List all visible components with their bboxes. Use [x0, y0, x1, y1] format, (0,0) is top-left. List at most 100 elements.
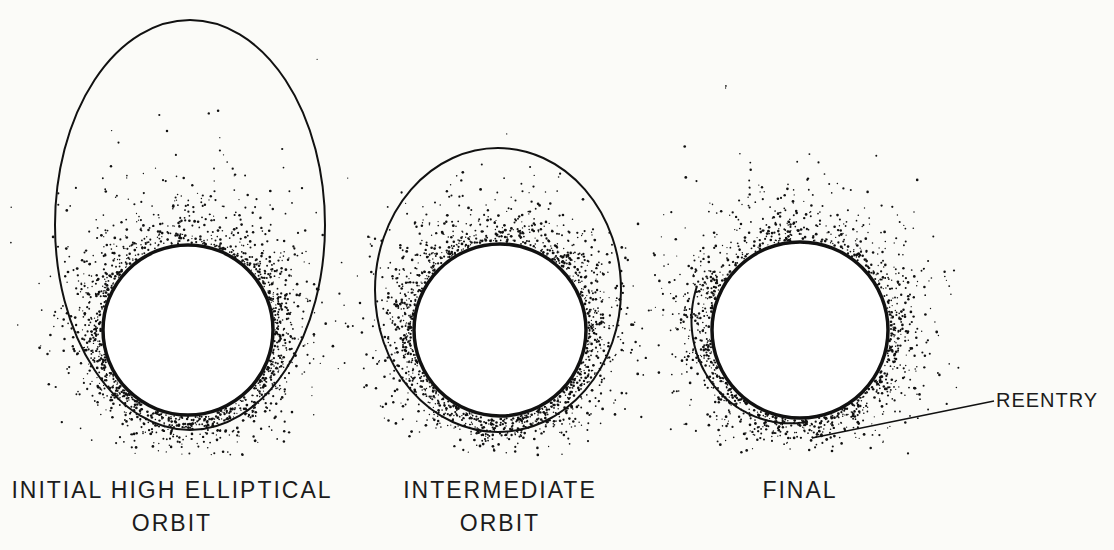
stipple-dot — [195, 241, 197, 243]
stipple-dot — [235, 407, 236, 408]
stipple-dot — [83, 273, 84, 274]
stipple-dot — [405, 404, 407, 406]
stipple-dot — [179, 217, 181, 219]
stipple-dot — [601, 313, 604, 316]
stipple-dot — [237, 431, 239, 433]
stipple-dot — [209, 213, 211, 215]
stipple-dot — [443, 404, 445, 406]
stipple-dot — [437, 423, 439, 425]
stipple-dot — [552, 250, 554, 252]
stipple-dot — [285, 279, 287, 281]
stipple-dot — [112, 403, 115, 406]
stipple-dot — [105, 361, 107, 363]
stipple-dot — [187, 423, 189, 425]
stipple-dot — [111, 386, 114, 389]
stipple-dot — [320, 363, 321, 364]
stipple-dot — [116, 387, 118, 389]
stipple-dot — [166, 238, 169, 241]
stipple-dot — [138, 220, 139, 221]
stipple-dot — [243, 407, 246, 410]
stipple-dot — [253, 264, 255, 266]
stipple-dot — [289, 335, 291, 337]
stipple-dot — [452, 231, 454, 233]
stipple-dot — [273, 308, 275, 310]
stipple-dot — [357, 275, 358, 276]
stipple-dot — [94, 400, 96, 402]
stipple-dot — [217, 236, 219, 238]
stipple-dot — [83, 312, 86, 315]
stipple-dot — [244, 252, 246, 254]
stipple-dot — [430, 246, 433, 249]
stipple-dot — [293, 302, 295, 304]
stipple-dot — [199, 416, 200, 417]
stipple-dot — [321, 302, 323, 304]
stipple-dot — [259, 396, 261, 398]
stipple-dot — [233, 253, 235, 255]
stipple-dot — [103, 295, 105, 297]
stipple-dot — [106, 395, 108, 397]
stipple-dot — [188, 453, 190, 455]
stipple-dot — [82, 310, 83, 311]
stipple-dot — [280, 252, 282, 254]
stipple-dot — [143, 423, 145, 425]
stipple-dot — [84, 252, 86, 254]
stipple-dot — [453, 245, 455, 247]
stipple-dot — [207, 239, 208, 240]
stipple-dot — [115, 266, 117, 268]
stipple-dot — [239, 241, 240, 242]
stipple-dot — [279, 385, 281, 387]
stipple-dot — [304, 344, 305, 345]
stipple-dot — [237, 232, 239, 234]
stipple-dot — [83, 285, 85, 287]
stipple-dot — [306, 354, 308, 356]
stipple-dot — [607, 342, 609, 344]
stipple-dot — [86, 341, 89, 344]
stipple-dot — [260, 273, 262, 275]
stipple-dot — [184, 236, 185, 237]
stipple-dot — [240, 238, 242, 240]
stipple-dot — [274, 270, 275, 271]
stipple-dot — [109, 399, 112, 402]
stipple-dot — [204, 418, 206, 420]
stipple-dot — [263, 286, 265, 288]
stipple-dot — [213, 452, 215, 454]
stipple-dot — [255, 258, 257, 260]
stipple-dot — [259, 217, 261, 219]
stipple-dot — [421, 272, 423, 274]
stipple-dot — [213, 167, 215, 169]
stipple-dot — [97, 319, 98, 320]
stipple-dot — [257, 442, 258, 443]
stipple-dot — [284, 421, 286, 423]
stipple-dot — [135, 446, 138, 449]
stipple-dot — [79, 309, 81, 311]
stipple-dot — [232, 407, 234, 409]
stipple-dot — [78, 393, 80, 395]
stipple-dot — [286, 332, 288, 334]
stipple-dot — [280, 398, 282, 400]
stipple-dot — [584, 365, 585, 366]
stipple-dot — [113, 237, 116, 240]
stipple-dot — [201, 198, 202, 199]
stipple-dot — [402, 346, 405, 349]
stipple-dot — [83, 338, 85, 340]
stipple-dot — [97, 227, 99, 229]
stipple-dot — [347, 325, 350, 328]
stipple-dot — [180, 220, 182, 222]
stipple-dot — [264, 270, 266, 272]
stipple-dot — [237, 441, 238, 442]
stipple-dot — [141, 240, 143, 242]
stipple-dot — [80, 288, 82, 290]
stipple-dot — [569, 263, 571, 265]
stipple-dot — [235, 403, 236, 404]
stipple-dot — [276, 271, 277, 272]
stipple-dot — [96, 313, 98, 315]
stipple-dot — [124, 411, 126, 413]
stipple-dot — [202, 243, 204, 245]
stipple-dot — [306, 281, 308, 283]
stipple-dot — [414, 357, 416, 359]
stipple-dot — [296, 294, 299, 297]
stipple-dot — [92, 335, 93, 336]
stipple-dot — [140, 408, 142, 410]
stipple-dot — [430, 266, 432, 268]
stipple-dot — [433, 265, 435, 267]
